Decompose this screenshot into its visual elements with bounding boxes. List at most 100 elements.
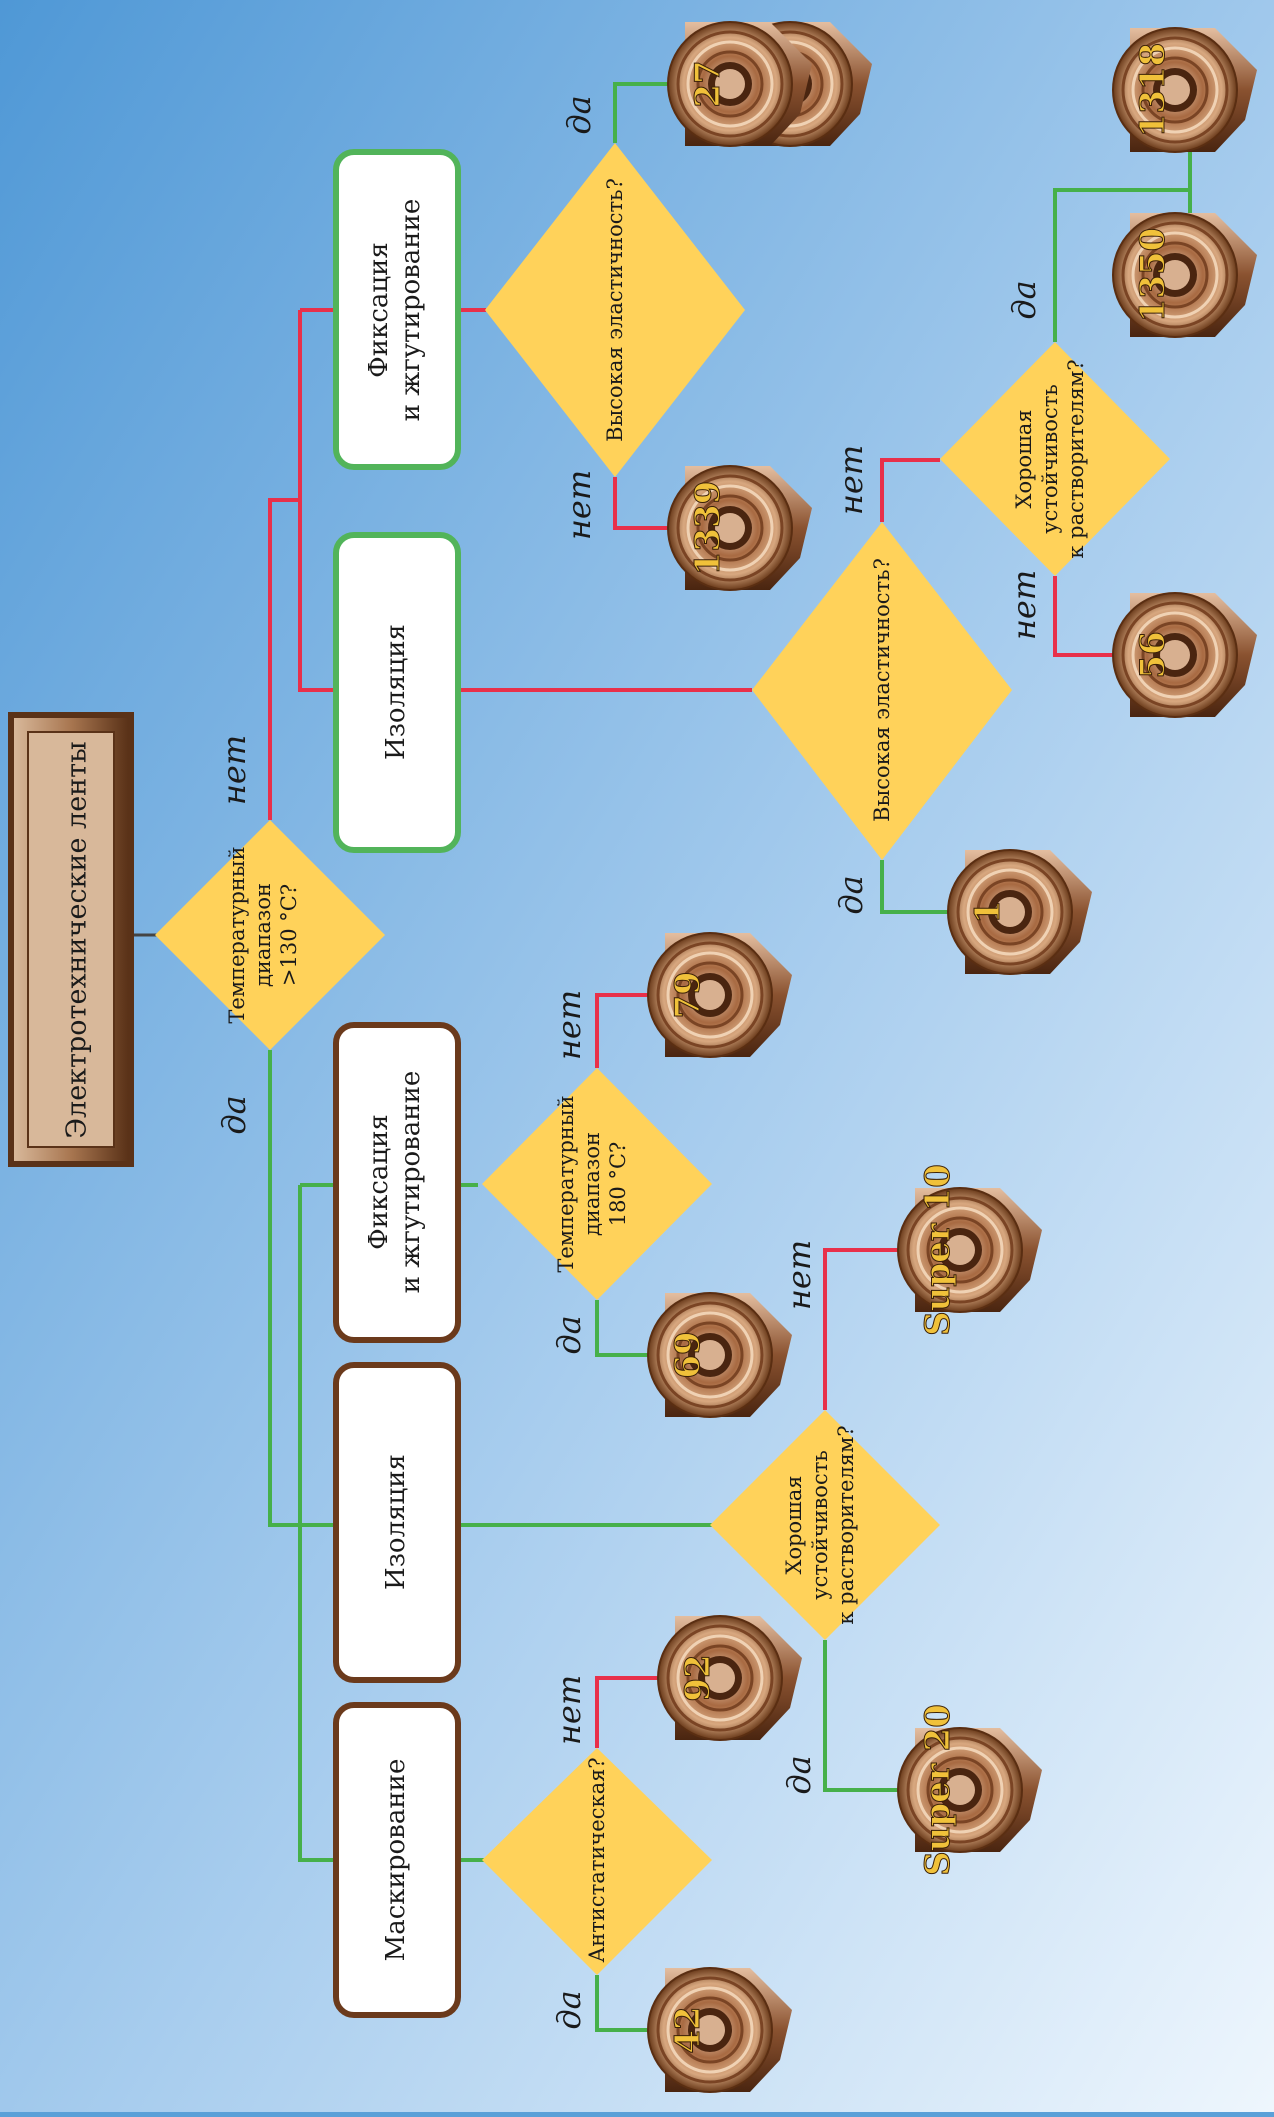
solvent2-diamond xyxy=(940,342,1170,576)
tape-roll-ring xyxy=(676,1996,744,2064)
tape-roll-super20: Super 20 xyxy=(897,1704,1042,1876)
tape-roll-t56: 56 xyxy=(1112,592,1257,718)
fixation-yes-box xyxy=(333,1022,461,1343)
solvent2-question: Хорошая устойчивость к растворителям? xyxy=(1012,359,1088,558)
tape-roll-t92: 92 xyxy=(657,1615,802,1741)
tape-roll-t1350: 1350 xyxy=(1112,212,1257,338)
temp180-diamond xyxy=(482,1068,712,1300)
tape-roll-ring xyxy=(696,50,764,118)
tape-roll-ring xyxy=(916,1206,1004,1294)
root-question: Температурный диапазон >130 °C? xyxy=(225,846,301,1023)
tape-roll-ring xyxy=(1141,56,1209,124)
solvent2-yes-line xyxy=(1053,140,1192,342)
tape-roll-ring xyxy=(1121,601,1229,709)
tape-roll-ring xyxy=(906,1736,1014,1844)
category-boxes xyxy=(333,149,461,2018)
tape-roll-ring xyxy=(1131,46,1219,134)
antistatic-yes-label: да xyxy=(550,1990,588,2029)
tape-label-t1318: 1318 xyxy=(1133,43,1173,138)
elasticity2-question-text: Высокая эластичность? xyxy=(603,178,627,442)
tape-roll-ring xyxy=(656,941,764,1049)
temp180-question: Температурный диапазон 180 °C? xyxy=(554,1095,630,1272)
chart-title: Электротехнические ленты xyxy=(62,741,93,1138)
elasticity1-question: Высокая эластичность? xyxy=(870,558,894,822)
antistatic-question-text: Антистатическая? xyxy=(585,1757,609,1962)
elasticity2-no-label: нет xyxy=(560,470,598,540)
tape-roll-ring xyxy=(676,1321,744,1389)
tape-label-t1: 1 xyxy=(968,900,1008,924)
insulation-yes-label: Изоляция xyxy=(381,1454,411,1590)
tape-roll-ring xyxy=(1131,611,1219,699)
tape-roll-ring xyxy=(926,1216,994,1284)
tape-roll-super10: Super 10 xyxy=(897,1164,1042,1336)
masking-box xyxy=(333,1702,461,2018)
question-texts: Температурный диапазон >130 °C? Антистат… xyxy=(225,178,1088,1962)
category-texts: Маскирование Изоляция Фиксация и жгутиро… xyxy=(364,199,426,1962)
tape-label-t56: 56 xyxy=(1133,631,1173,678)
solvent-no-line xyxy=(823,1248,910,1410)
solvent-yes-label: да xyxy=(780,1755,818,1794)
root-no-label: нет xyxy=(215,735,253,805)
tape-roll-ring xyxy=(666,1986,754,2074)
solvent-no-label: нет xyxy=(780,1240,818,1310)
solvent-yes-line xyxy=(823,1640,910,1792)
root-question-line2: диапазон xyxy=(251,883,275,987)
antistatic-question: Антистатическая? xyxy=(585,1757,609,1962)
tape-roll-hole xyxy=(715,513,745,543)
tape-roll-ring xyxy=(656,1301,764,1409)
root-question-line3: >130 °C? xyxy=(277,884,301,986)
tape-roll-hole xyxy=(695,2015,725,2045)
root-yes-label: да xyxy=(215,1095,253,1134)
tape-roll-ring xyxy=(686,484,774,572)
fixation-yes-label-line1: Фиксация xyxy=(364,1114,394,1250)
tape-label-t92: 92 xyxy=(678,1654,718,1701)
masking-label: Маскирование xyxy=(381,1759,411,1962)
tape-roll-hole xyxy=(705,1663,735,1693)
tape-roll-hole xyxy=(995,897,1025,927)
tape-roll-t1339: 1339 xyxy=(667,465,812,591)
tape-roll-ring xyxy=(686,1644,754,1712)
solvent2-no-line xyxy=(1053,576,1125,657)
fixation-no-label-line2: и жгутирование xyxy=(396,199,426,422)
tape-roll-ring xyxy=(976,878,1044,946)
solvent2-question-line1: Хорошая xyxy=(1012,410,1036,509)
tape-roll-t42: 42 xyxy=(647,1967,792,2093)
tape-label-t1339: 1339 xyxy=(688,481,728,576)
tape-roll-hole xyxy=(695,1340,725,1370)
tape-label-t27: 27 xyxy=(688,60,728,107)
tape-roll-hole xyxy=(945,1235,975,1265)
insulation-no-label: Изоляция xyxy=(381,624,411,760)
tape-roll-ring xyxy=(1141,621,1209,689)
tape-label-t79: 79 xyxy=(668,971,708,1018)
tape-roll-hole xyxy=(945,1775,975,1805)
tape-roll-ring xyxy=(916,1746,1004,1834)
elasticity1-yes-line xyxy=(880,860,960,914)
tape-roll-ring xyxy=(696,494,764,562)
insulation-yes-box xyxy=(333,1362,461,1683)
tape-label-t42: 42 xyxy=(668,2006,708,2053)
tape-roll-ring xyxy=(1121,221,1229,329)
temp180-yes-label: да xyxy=(550,1315,588,1354)
tape-roll-ring xyxy=(656,1976,764,2084)
tape-roll-ring xyxy=(676,30,784,138)
tape-roll-ring xyxy=(666,1624,774,1732)
tape-label-super20: Super 20 xyxy=(918,1704,958,1876)
temp180-question-line2: диапазон xyxy=(580,1132,604,1236)
elasticity2-yes-label: да xyxy=(560,95,598,134)
insulation-no-box xyxy=(333,532,461,853)
tape-roll-ring xyxy=(966,868,1054,956)
tape-roll-ring xyxy=(1141,241,1209,309)
elasticity1-yes-label: да xyxy=(832,875,870,914)
title-box: Электротехнические ленты xyxy=(8,712,134,1167)
tape-roll-t27: 27 xyxy=(667,21,812,147)
antistatic-yes-line xyxy=(595,1975,660,2032)
tape-roll-ring xyxy=(666,951,754,1039)
antistatic-no-line xyxy=(595,1676,670,1748)
tape-label-t1350: 1350 xyxy=(1133,228,1173,323)
tape-roll-ring xyxy=(1121,36,1229,144)
root-no-line xyxy=(268,498,300,820)
temp180-yes-line xyxy=(595,1300,660,1357)
tape-roll-t1318: 1318 xyxy=(1112,27,1257,153)
tape-roll-ring xyxy=(686,40,774,128)
